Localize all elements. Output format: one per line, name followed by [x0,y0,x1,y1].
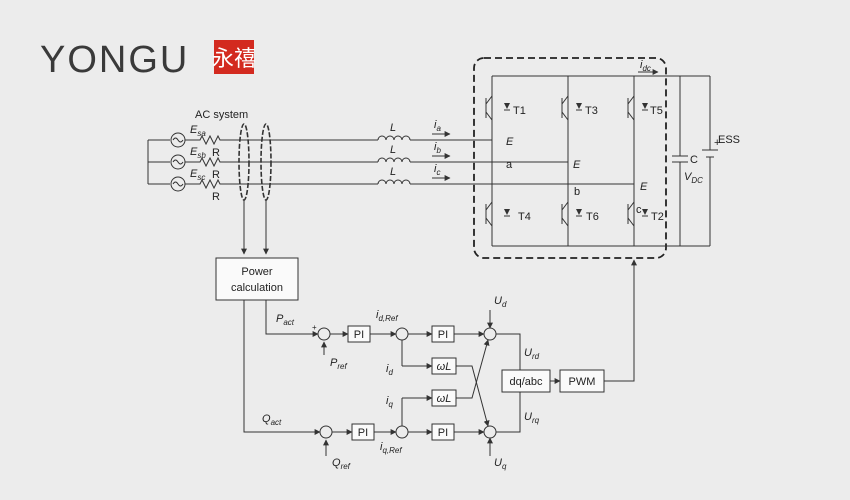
svg-text:Esa: Esa [190,124,206,138]
switch-t6: T6 [561,201,599,227]
source-a: Esa [170,124,206,148]
svg-text:R: R [212,169,220,181]
source-c: Esc [170,168,205,192]
logo-text: YONGU [40,39,189,81]
svg-text:Esc: Esc [190,168,205,182]
svg-text:a: a [506,159,513,171]
source-b: Esb [170,146,206,170]
svg-text:PI: PI [438,427,448,439]
svg-text:T2: T2 [651,211,664,223]
converter-boundary [473,57,667,259]
svg-text:ia: ia [434,119,441,133]
svg-text:idc: idc [640,59,651,73]
logo-mark: 永禧 [212,40,256,74]
switch-t4: T4 [485,201,531,227]
svg-text:+: + [312,323,317,332]
svg-text:VDC: VDC [684,171,703,185]
svg-text:Urq: Urq [524,411,540,425]
svg-text:c: c [636,204,642,216]
active-power-loop: Pact + Pref PI id,Ref PI Ud Urd [265,295,540,371]
svg-text:ib: ib [434,141,441,155]
svg-text:Power: Power [241,266,273,278]
resistors: R R R [185,134,240,203]
switch-t2: T2 [627,201,664,227]
svg-text:Ud: Ud [494,295,507,309]
svg-text:id: id [386,363,393,377]
svg-text:Uq: Uq [494,457,507,471]
ess-battery: + ESS [702,76,740,246]
switch-t3: T3 [561,95,598,121]
modulation-blocks: dq/abc PWM [501,259,637,393]
logo-mark-text: 永禧 [212,47,256,72]
svg-text:ωL: ωL [437,361,452,373]
svg-text:T4: T4 [518,211,531,223]
svg-text:E: E [640,181,648,193]
svg-text:PWM: PWM [569,376,596,388]
svg-text:Pref: Pref [330,357,347,371]
svg-text:T1: T1 [513,105,526,117]
svg-text:E: E [573,159,581,171]
reactive-power-loop: Qact Qref PI iq,Ref PI Uq Urq [243,300,540,471]
ac-system-label: AC system [195,109,248,121]
svg-text:Qref: Qref [332,457,351,471]
svg-text:L: L [390,144,396,156]
svg-text:R: R [212,147,220,159]
igbt-switches: T1 T3 T5 T4 [485,95,664,227]
svg-text:E: E [506,136,514,148]
inductors: L L L [377,122,411,185]
svg-text:ic: ic [434,163,440,177]
ess-label: ESS [718,134,740,146]
svg-text:PI: PI [438,329,448,341]
svg-text:+: + [714,137,720,149]
svg-text:b: b [574,186,580,198]
svg-text:L: L [390,122,396,134]
svg-text:PI: PI [354,329,364,341]
switch-t1: T1 [485,95,526,121]
power-calculation-block: Power calculation [215,257,299,301]
svg-text:iq: iq [386,395,393,409]
ac-sources: Esa Esb Esc [147,124,206,192]
svg-text:Esb: Esb [190,146,206,160]
current-sensors [238,123,272,255]
svg-text:T6: T6 [586,211,599,223]
svg-text:dq/abc: dq/abc [509,376,543,388]
svg-text:T5: T5 [650,105,663,117]
svg-text:Urd: Urd [524,347,540,361]
svg-text:R: R [212,191,220,203]
svg-text:C: C [690,154,698,166]
svg-text:calculation: calculation [231,282,283,294]
svg-text:T3: T3 [585,105,598,117]
svg-text:PI: PI [358,427,368,439]
svg-text:L: L [390,166,396,178]
svg-text:Pact: Pact [276,313,295,327]
svg-text:Qact: Qact [262,413,282,427]
node-labels: E a E b E c [506,136,648,216]
switch-t5: T5 [627,95,663,121]
svg-text:iq,Ref: iq,Ref [380,441,402,455]
decoupling-terms: ωL id ωL iq [386,339,490,427]
svg-text:id,Ref: id,Ref [376,309,398,323]
brand-logo: YONGU 永禧 [40,39,256,81]
phase-currents: ia ib ic [432,119,451,181]
svg-text:ωL: ωL [437,393,452,405]
dc-capacitor: C VDC [672,76,703,246]
